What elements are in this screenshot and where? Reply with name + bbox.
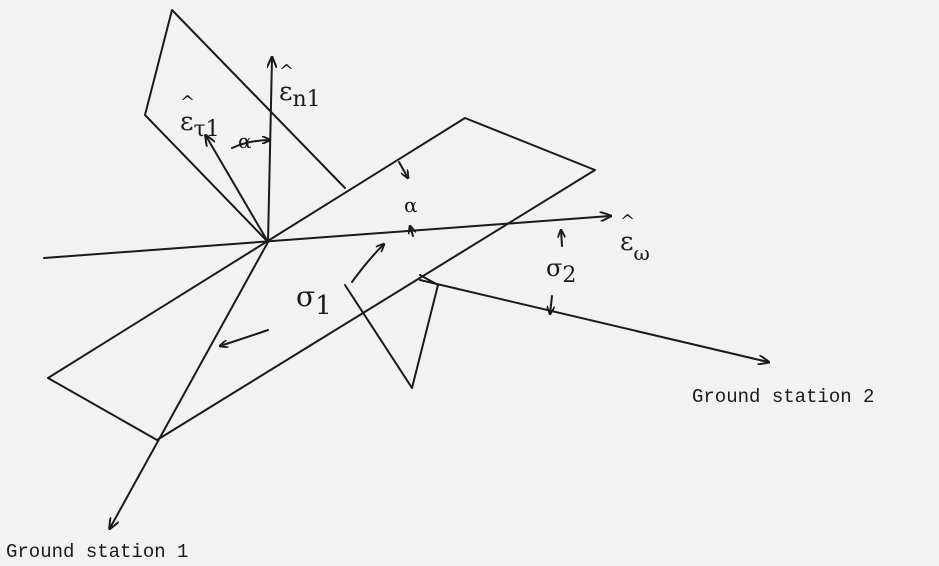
e-tau1-hat: ^ [180,92,195,113]
lower-plane-tail-outline [344,274,439,389]
e-omega-hat: ^ [620,211,635,232]
alpha-mid-label: α [404,193,418,217]
sigma1-angle-arrow [351,244,384,283]
orbital-plane [47,117,596,441]
alpha-mid-angle-arc [398,161,408,178]
e-omega-axis [43,216,610,259]
upper-plane-outline [144,9,346,243]
e-tau1-vector [206,136,269,243]
ground-station-1-line [110,241,269,528]
sigma1-lower-arrow [220,329,269,346]
e-n1-hat: ^ [279,61,294,82]
alpha-top-label: α [238,129,252,153]
alpha-top-angle-arc [231,140,270,149]
ground-station-2-line [419,279,768,362]
ground-station-2-label: Ground station 2 [692,386,874,408]
sigma2-lower-arrow [550,295,552,314]
e-n1-label: εn1 [279,77,321,112]
ground-station-1-label: Ground station 1 [6,541,188,563]
sigma1-label: σ1 [296,280,332,321]
alpha-mid-angle-arc-2 [410,226,413,237]
sigma2-label: σ2 [546,254,576,288]
sigma2-upper-arrow [561,230,562,247]
e-omega-label: εω [620,227,650,265]
e-tau1-label: ετ1 [180,107,220,142]
e-n1-axis [268,58,272,243]
